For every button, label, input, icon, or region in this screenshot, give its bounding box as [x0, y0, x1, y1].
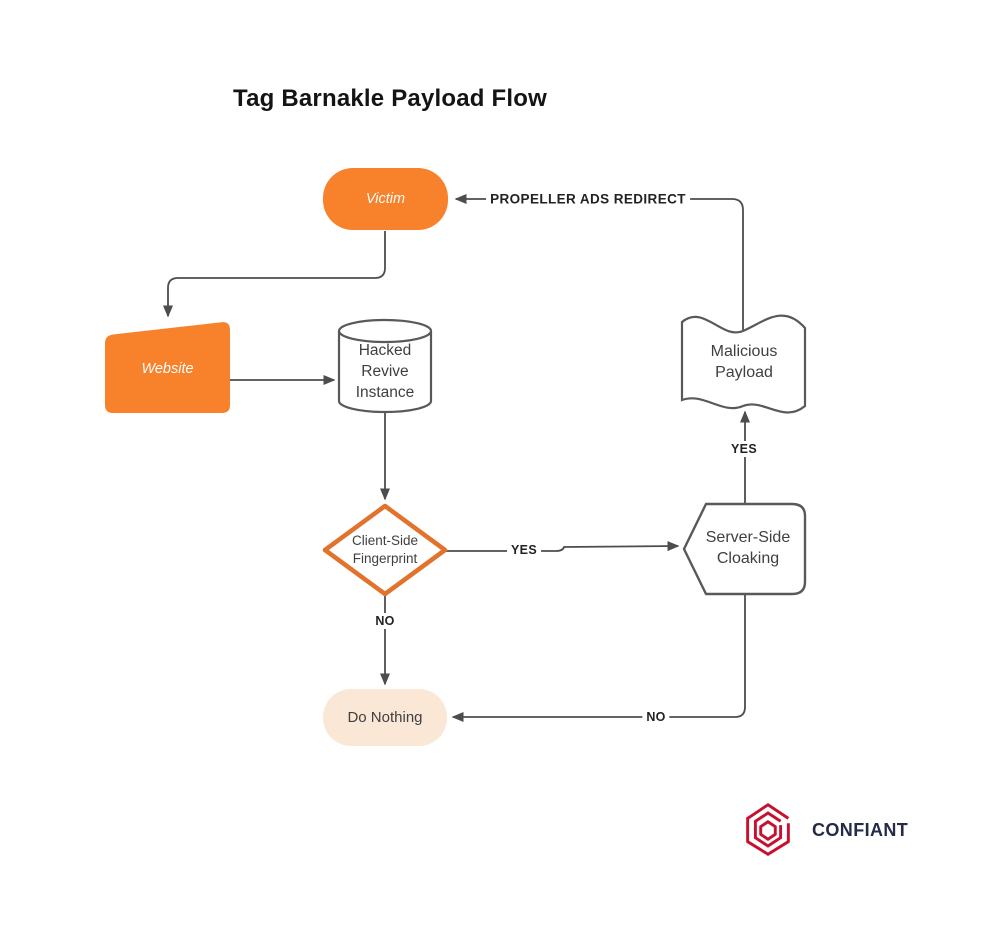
revive-label: Hacked Revive Instance: [355, 341, 415, 401]
fingerprint-no-label: NO: [371, 613, 399, 629]
confiant-logo-icon: [746, 803, 790, 856]
fingerprint-diamond-shape: [322, 503, 448, 597]
do-nothing-label: Do Nothing: [347, 709, 423, 726]
cloaking-yes-label: YES: [727, 441, 761, 457]
fingerprint-label: Client-Side Fingerprint: [351, 533, 419, 566]
website-shape: [105, 322, 230, 413]
victim-label: Victim: [365, 191, 406, 207]
revive-cylinder-shape: [337, 318, 433, 414]
cloaking-label: Server-Side Cloaking: [705, 529, 791, 567]
payload-flag-shape: [680, 314, 807, 414]
edge-payload-to-victim: [454, 194, 744, 330]
confiant-brand-name: CONFIANT: [812, 819, 909, 840]
propeller-ads-redirect-label: PROPELLER ADS REDIRECT: [486, 190, 690, 208]
confiant-branding: CONFIANT: [736, 797, 966, 863]
edge-fingerprint-yes-to-cloaking: [445, 541, 680, 552]
victim-node: [323, 168, 448, 230]
website-label: Website: [141, 361, 194, 377]
fingerprint-yes-label: YES: [507, 542, 541, 558]
cloaking-no-label: NO: [642, 709, 670, 725]
edge-victim-to-website: [163, 231, 386, 318]
do-nothing-node: [323, 689, 447, 746]
cloaking-pentagon-shape: [682, 502, 807, 596]
edge-cloaking-no-to-donothing: [451, 595, 746, 722]
payload-label: Malicious Payload: [710, 343, 778, 381]
diagram-title: Tag Barnakle Payload Flow: [233, 85, 547, 112]
connectors: [163, 194, 750, 722]
